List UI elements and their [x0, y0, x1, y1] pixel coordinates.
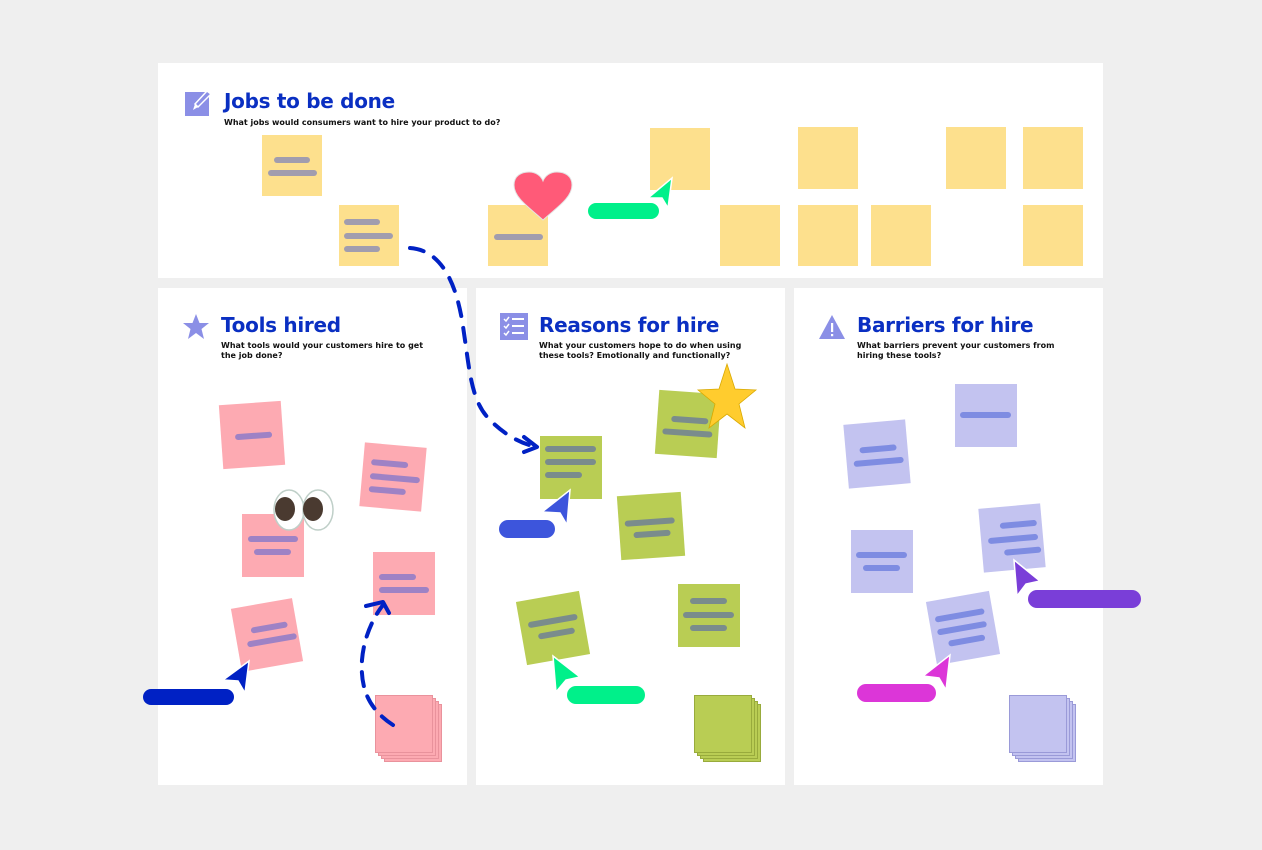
cursor-arrow-icon — [1013, 558, 1042, 599]
sticky-note[interactable] — [678, 584, 740, 647]
note-line — [683, 612, 734, 618]
note-line — [690, 598, 727, 604]
jobs-subtitle: What jobs would consumers want to hire y… — [224, 118, 501, 127]
reasons-title: Reasons for hire — [539, 313, 720, 337]
cursor-arrow-icon — [552, 654, 582, 694]
sticky-note[interactable] — [720, 205, 780, 266]
star-sticker[interactable] — [696, 362, 758, 430]
note-line — [344, 246, 380, 252]
note-line — [254, 549, 291, 555]
edit-icon — [185, 89, 213, 116]
note-line — [344, 219, 380, 225]
dashed-connector[interactable] — [408, 246, 539, 454]
sticky-note[interactable] — [871, 205, 931, 266]
sticky-note[interactable] — [798, 205, 858, 266]
barriers-subtitle: What barriers prevent your customers fro… — [857, 341, 1055, 360]
barriers-title: Barriers for hire — [857, 313, 1034, 337]
collaborator-label — [1028, 590, 1141, 608]
eyes-sticker[interactable] — [273, 489, 334, 531]
note-line — [856, 552, 907, 558]
sticky-note[interactable] — [851, 530, 913, 593]
checklist-icon — [500, 313, 528, 344]
sticky-note[interactable] — [955, 384, 1017, 447]
collaborator-label — [857, 684, 936, 702]
tools-subtitle: What tools would your customers hire to … — [221, 341, 424, 360]
collaborator-label — [499, 520, 555, 538]
collaborator-label — [567, 686, 645, 704]
note-line — [274, 157, 310, 163]
sticky-note[interactable] — [1023, 205, 1083, 266]
sticky-note[interactable] — [540, 436, 602, 499]
tools-title: Tools hired — [221, 313, 341, 337]
cursor-arrow-icon — [539, 488, 571, 528]
warning-icon — [818, 314, 846, 344]
jobs-title: Jobs to be done — [224, 89, 395, 113]
note-line — [690, 625, 727, 631]
reasons-subtitle: What your customers hope to do when usin… — [539, 341, 742, 360]
cursor-arrow-icon — [220, 659, 250, 696]
note-line — [379, 574, 416, 580]
note-line — [545, 446, 596, 452]
note-line — [960, 412, 1011, 418]
sticky-note[interactable] — [650, 128, 710, 190]
sticky-note[interactable] — [946, 127, 1006, 189]
note-line — [494, 234, 543, 240]
sticky-note[interactable] — [798, 127, 858, 189]
collaborator-label — [143, 689, 234, 705]
note-line — [344, 233, 393, 239]
star-icon — [182, 313, 210, 344]
dashed-connector[interactable] — [359, 600, 395, 727]
sticky-note[interactable] — [339, 205, 399, 266]
heart-sticker[interactable] — [513, 171, 573, 221]
note-line — [379, 587, 429, 593]
note-line — [268, 170, 317, 176]
cursor-arrow-icon — [921, 653, 951, 693]
note-line — [248, 536, 298, 542]
collaborator-label — [588, 203, 659, 219]
note-line — [545, 459, 596, 465]
note-line — [863, 565, 900, 571]
sticky-note[interactable] — [262, 135, 322, 196]
note-line — [545, 472, 582, 478]
cursor-arrow-icon — [645, 176, 673, 211]
sticky-note[interactable] — [1023, 127, 1083, 189]
